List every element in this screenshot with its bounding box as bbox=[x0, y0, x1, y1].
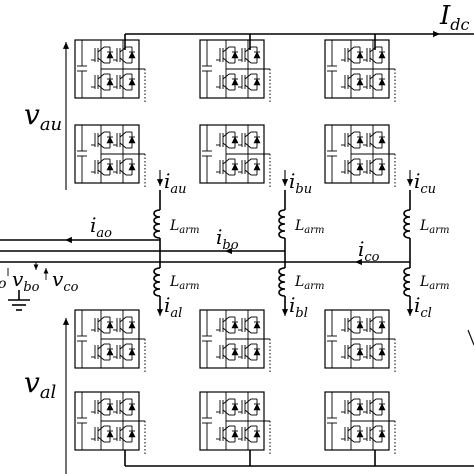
ibo-label: ibo bbox=[216, 225, 239, 253]
ico-label: ico bbox=[358, 237, 380, 265]
larm-label-c-lower: Larm bbox=[419, 274, 450, 292]
ac-output-lines bbox=[0, 236, 410, 266]
larm-label-b-upper: Larm bbox=[294, 218, 325, 236]
inductor-c-lower bbox=[403, 267, 411, 297]
arm-inductors bbox=[153, 209, 411, 297]
larm-label-a-lower: Larm bbox=[169, 274, 200, 292]
inductor-b-lower bbox=[278, 267, 286, 297]
icl-label: icl bbox=[414, 293, 432, 321]
submodule-c-lower-2 bbox=[324, 391, 396, 454]
iao-label: iao bbox=[90, 213, 112, 241]
submodule-b-upper-2 bbox=[199, 124, 271, 187]
larm-label-c-upper: Larm bbox=[419, 218, 450, 236]
ial-label: ial bbox=[164, 293, 182, 321]
inductor-c-upper bbox=[403, 209, 411, 239]
larm-label-b-lower: Larm bbox=[294, 274, 325, 292]
submodule-a-lower-2 bbox=[74, 391, 146, 454]
submodule-b-lower-2 bbox=[199, 391, 271, 454]
vbo-label: vbo bbox=[12, 267, 40, 295]
submodule-a-lower-1 bbox=[74, 309, 146, 372]
submodule-a-upper-2 bbox=[74, 124, 146, 187]
iau-label: iau bbox=[164, 169, 187, 197]
val-label: val bbox=[24, 366, 57, 403]
partial-o-label: o bbox=[0, 276, 6, 292]
submodule-c-upper-2 bbox=[324, 124, 396, 187]
larm-label-a-upper: Larm bbox=[169, 218, 200, 236]
submodule-c-upper-1 bbox=[324, 39, 396, 102]
submodule-c-lower-1 bbox=[324, 309, 396, 372]
submodule-b-lower-1 bbox=[199, 309, 271, 372]
arm-current-arrows bbox=[156, 170, 414, 316]
icu-label: icu bbox=[414, 169, 436, 197]
inductor-b-upper bbox=[278, 209, 286, 239]
inductor-a-upper bbox=[153, 209, 161, 239]
submodule-b-upper-1 bbox=[199, 39, 271, 102]
vau-label: vau bbox=[24, 98, 62, 135]
ground-icon bbox=[8, 290, 30, 311]
ibu-label: ibu bbox=[289, 169, 312, 197]
idc-label: Idc bbox=[439, 1, 470, 34]
vco-label: vco bbox=[52, 267, 79, 295]
edge-mark bbox=[467, 329, 474, 346]
submodule-array bbox=[74, 39, 396, 454]
ibl-label: ibl bbox=[289, 293, 308, 321]
submodule-a-upper-1 bbox=[74, 39, 146, 102]
voltage-arrows bbox=[7, 42, 70, 474]
inductor-a-lower bbox=[153, 267, 161, 297]
